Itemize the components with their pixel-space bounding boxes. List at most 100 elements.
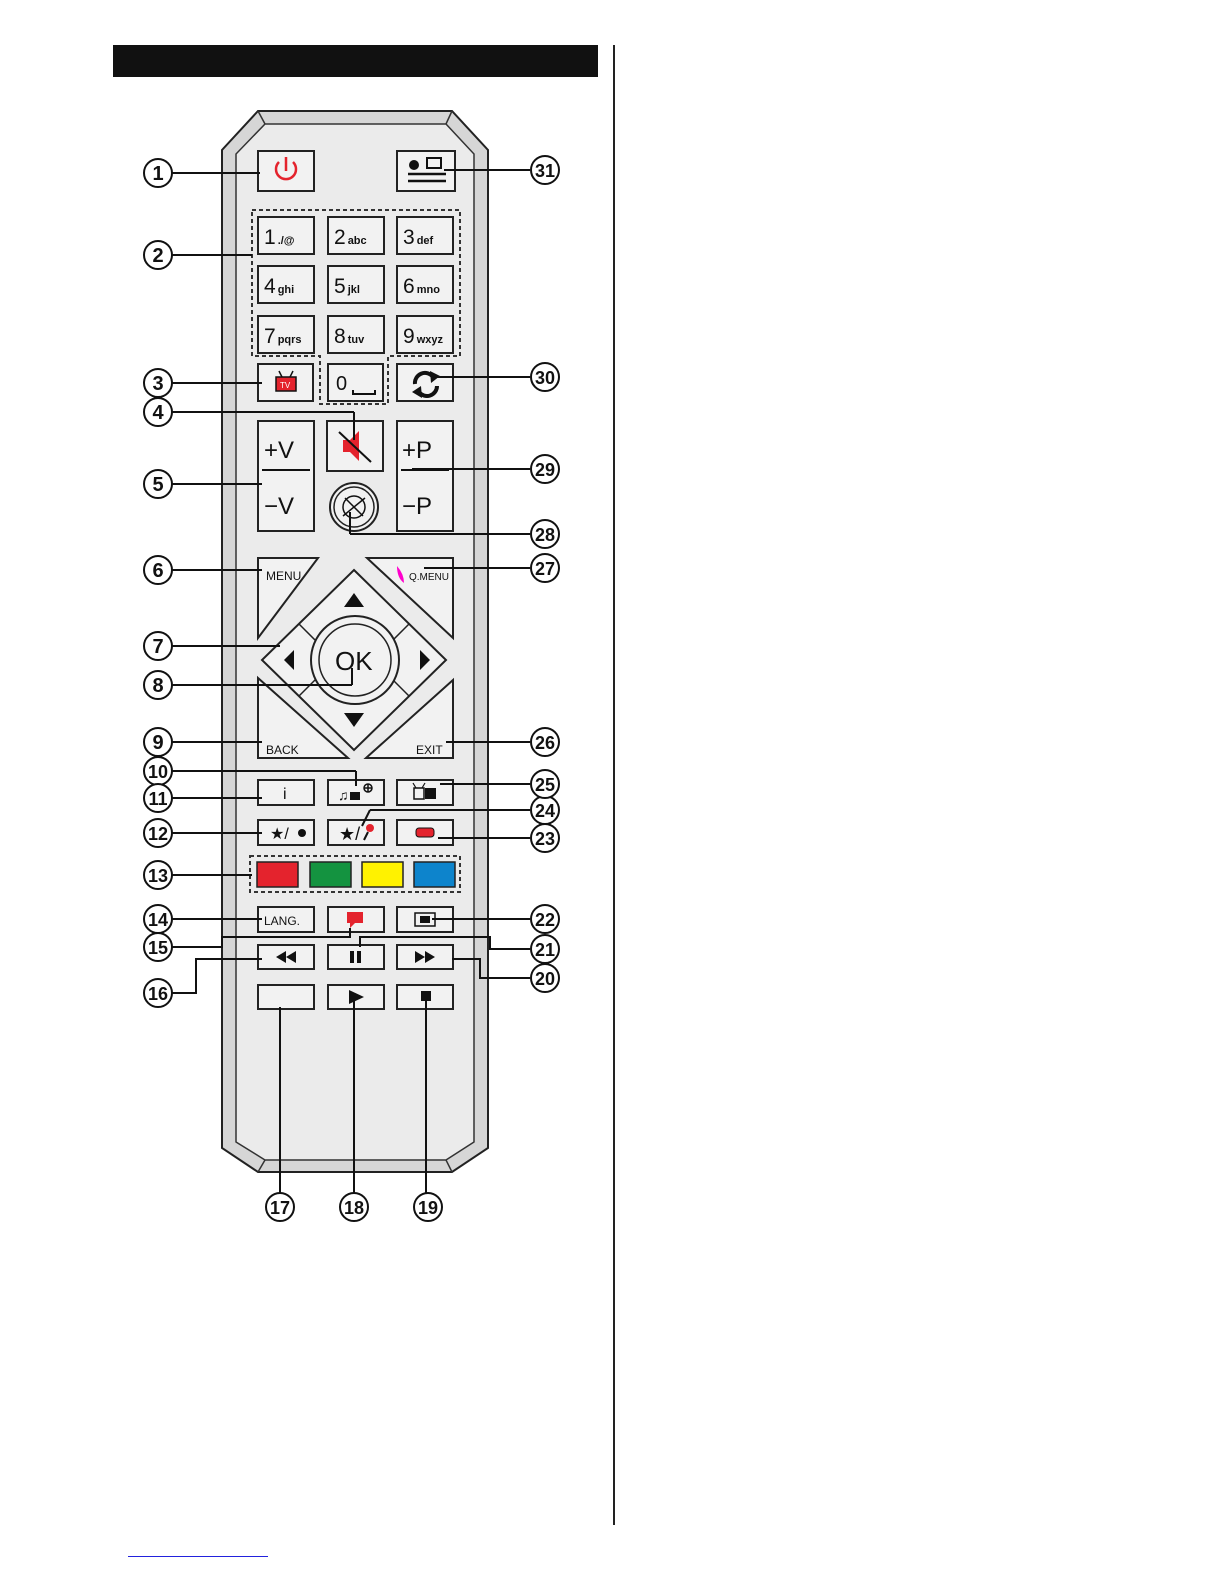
svg-text:25: 25 (535, 775, 555, 795)
callout-6: 6 (144, 556, 172, 584)
callout-24: 24 (531, 796, 559, 824)
svg-text:22: 22 (535, 910, 555, 930)
svg-text:23: 23 (535, 829, 555, 849)
svg-text:8: 8 (152, 675, 163, 697)
pause-button[interactable] (328, 945, 384, 969)
svg-text:6: 6 (152, 560, 163, 582)
callout-5: 5 (144, 470, 172, 498)
svg-text:★/: ★/ (339, 824, 360, 844)
screen-button[interactable] (397, 820, 453, 845)
svg-text:14: 14 (148, 910, 168, 930)
callout-1: 1 (144, 159, 172, 187)
svg-text:11: 11 (148, 789, 167, 809)
favourites-button[interactable]: ★/ (258, 820, 314, 845)
tv-button[interactable]: TV (258, 364, 313, 401)
svg-text:19: 19 (418, 1198, 438, 1218)
svg-text:2: 2 (152, 245, 163, 267)
exit-label: EXIT (416, 743, 443, 757)
callout-18: 18 (340, 1193, 368, 1221)
back-label: BACK (266, 743, 299, 757)
svg-text:17: 17 (270, 1198, 290, 1218)
callout-25: 25 (531, 770, 559, 798)
language-button[interactable]: LANG. (258, 907, 314, 932)
svg-text:30: 30 (535, 368, 555, 388)
callout-27: 27 (531, 554, 559, 582)
svg-text:18: 18 (344, 1198, 364, 1218)
callout-30: 30 (531, 363, 559, 391)
volume-up-label: +V (264, 437, 294, 464)
info-label: i (283, 786, 287, 803)
callout-8: 8 (144, 671, 172, 699)
svg-text:3: 3 (152, 373, 163, 395)
favourite-search-button[interactable]: ★/ (328, 820, 384, 845)
internet-button[interactable] (330, 483, 378, 531)
svg-text:20: 20 (535, 969, 555, 989)
svg-text:16: 16 (148, 984, 168, 1004)
rewind-button[interactable] (258, 945, 314, 969)
power-button[interactable] (258, 151, 314, 191)
yellow-button[interactable] (362, 862, 403, 887)
callout-9: 9 (144, 728, 172, 756)
info-button[interactable]: i (258, 780, 314, 805)
callout-14: 14 (144, 905, 172, 933)
subtitles-button[interactable] (328, 907, 384, 932)
svg-text:29: 29 (535, 460, 555, 480)
volume-down-label: −V (264, 493, 294, 520)
key-0[interactable]: 0 (328, 364, 383, 401)
svg-text:24: 24 (535, 801, 555, 821)
programme-up-label: +P (402, 437, 432, 464)
svg-text:31: 31 (535, 161, 555, 181)
play-button[interactable] (328, 985, 384, 1009)
swap-button[interactable] (397, 364, 453, 401)
screen-icon (416, 828, 434, 837)
key-0-label: 0 (336, 373, 347, 395)
svg-text:4: 4 (152, 402, 164, 424)
svg-text:28: 28 (535, 525, 555, 545)
callout-2: 2 (144, 241, 172, 269)
tv-icon-label: TV (280, 381, 291, 390)
callout-29: 29 (531, 455, 559, 483)
programme-rocker[interactable]: +P −P (397, 421, 453, 531)
callout-7: 7 (144, 632, 172, 660)
callout-13: 13 (144, 861, 172, 889)
fast-forward-button[interactable] (397, 945, 453, 969)
record-button[interactable] (258, 985, 314, 1009)
red-button[interactable] (257, 862, 298, 887)
svg-text:13: 13 (148, 866, 168, 886)
callout-16: 16 (144, 979, 172, 1007)
blue-button[interactable] (414, 862, 455, 887)
language-label: LANG. (264, 914, 300, 928)
callout-11: 11 (144, 784, 172, 812)
callout-21: 21 (531, 935, 559, 963)
callout-15: 15 (144, 933, 172, 961)
callout-3: 3 (144, 369, 172, 397)
ok-button[interactable]: OK (311, 616, 399, 704)
callout-4: 4 (144, 398, 172, 426)
callout-19: 19 (414, 1193, 442, 1221)
svg-text:21: 21 (535, 940, 555, 960)
callout-20: 20 (531, 964, 559, 992)
callout-26: 26 (531, 728, 559, 756)
svg-text:26: 26 (535, 733, 555, 753)
callout-23: 23 (531, 824, 559, 852)
key-1[interactable]: 1./@ (258, 217, 314, 254)
callout-12: 12 (144, 819, 172, 847)
volume-rocker[interactable]: +V −V (258, 421, 314, 531)
programme-down-label: −P (402, 493, 432, 520)
svg-text:15: 15 (148, 938, 168, 958)
quick-menu-label: Q.MENU (409, 572, 449, 583)
svg-text:1: 1 (152, 163, 163, 185)
menu-label: MENU (266, 569, 301, 583)
svg-text:12: 12 (148, 824, 168, 844)
green-button[interactable] (310, 862, 351, 887)
